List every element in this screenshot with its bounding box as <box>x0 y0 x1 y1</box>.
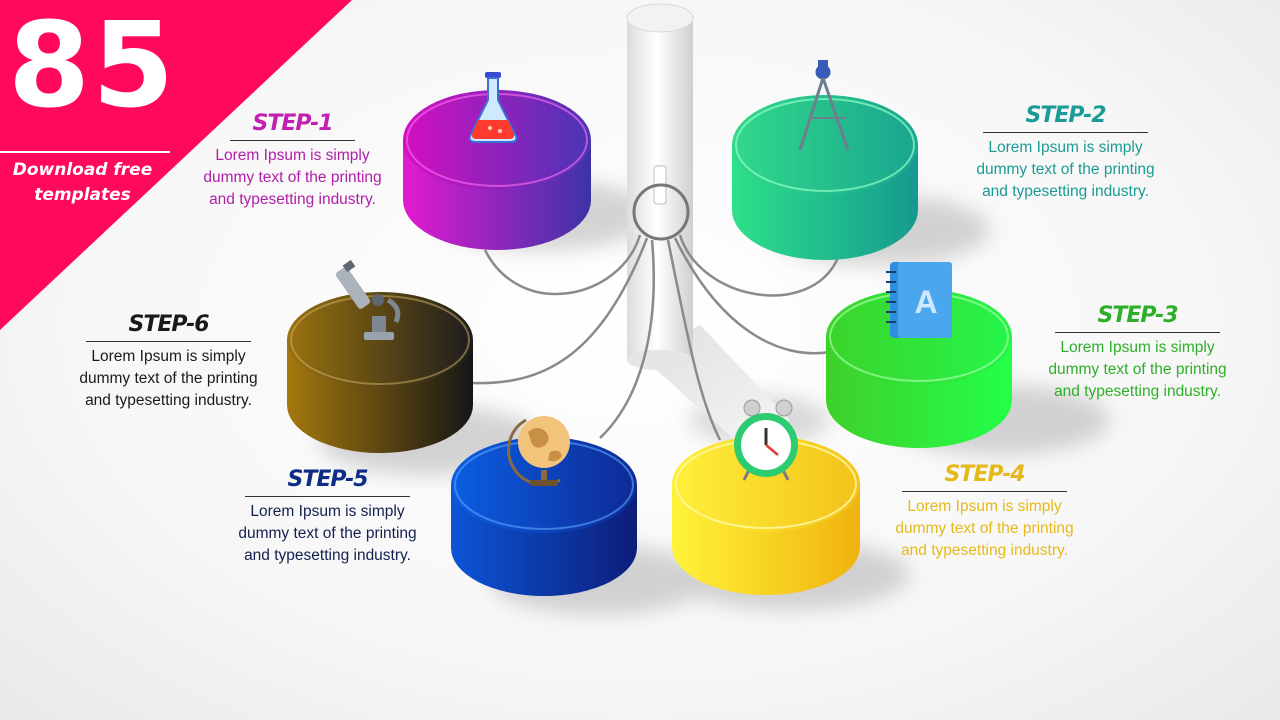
flask-icon <box>468 72 518 143</box>
step-4-text: Lorem Ipsum is simply dummy text of the … <box>877 496 1092 562</box>
step-5-title: STEP-5 <box>287 467 368 492</box>
step-4-line-3: and typesetting industry. <box>901 542 1068 559</box>
step-6-text: Lorem Ipsum is simply dummy text of the … <box>61 346 276 412</box>
step-3-line-3: and typesetting industry. <box>1054 383 1221 400</box>
badge-triangle <box>0 0 352 330</box>
step-5-line-3: and typesetting industry. <box>244 547 411 564</box>
step-1-text: Lorem Ipsum is simply dummy text of the … <box>185 145 400 211</box>
step-2-title: STEP-2 <box>1025 103 1106 128</box>
compass-icon <box>798 60 850 151</box>
step-5-text: Lorem Ipsum is simply dummy text of the … <box>220 501 435 567</box>
badge-divider <box>0 151 170 153</box>
badge-subtitle: Download free templates <box>0 158 165 208</box>
step-5-rule <box>245 496 410 497</box>
badge-number: 85 <box>8 0 177 134</box>
step-6-line-3: and typesetting industry. <box>85 392 252 409</box>
step-1-title: STEP-1 <box>252 111 333 136</box>
microscope-icon <box>335 259 401 340</box>
step-1-line-3: and typesetting industry. <box>209 191 376 208</box>
step-6-title: STEP-6 <box>128 312 209 337</box>
step-6-line-1: Lorem Ipsum is simply <box>91 348 246 365</box>
badge-subtitle-line2: templates <box>34 185 131 205</box>
step-1-line-2: dummy text of the printing <box>203 169 382 186</box>
badge-subtitle-line1: Download free <box>12 160 153 180</box>
step-2-text: Lorem Ipsum is simply dummy text of the … <box>958 137 1173 203</box>
svg-text:A: A <box>914 284 937 320</box>
step-4-line-1: Lorem Ipsum is simply <box>907 498 1062 515</box>
step-2-line-1: Lorem Ipsum is simply <box>988 139 1143 156</box>
step-4-line-2: dummy text of the printing <box>895 520 1074 537</box>
step-3-line-2: dummy text of the printing <box>1048 361 1227 378</box>
step-5-line-1: Lorem Ipsum is simply <box>250 503 405 520</box>
drum-step4 <box>672 436 860 595</box>
step-3-title: STEP-3 <box>1097 303 1178 328</box>
step-2-line-3: and typesetting industry. <box>982 183 1149 200</box>
step-4-rule <box>902 491 1067 492</box>
step-1-block: STEP-1 Lorem Ipsum is simply dummy text … <box>185 110 400 211</box>
alarm-clock-icon <box>734 399 798 481</box>
step-6-line-2: dummy text of the printing <box>79 370 258 387</box>
address-book-icon: A <box>886 262 952 338</box>
step-2-block: STEP-2 Lorem Ipsum is simply dummy text … <box>958 102 1173 203</box>
step-5-block: STEP-5 Lorem Ipsum is simply dummy text … <box>220 466 435 567</box>
globe-icon <box>507 416 570 486</box>
step-2-rule <box>983 132 1148 133</box>
cables <box>472 234 840 441</box>
step-3-block: STEP-3 Lorem Ipsum is simply dummy text … <box>1030 302 1245 403</box>
step-2-line-2: dummy text of the printing <box>976 161 1155 178</box>
step-4-block: STEP-4 Lorem Ipsum is simply dummy text … <box>877 461 1092 562</box>
drum-step2 <box>732 95 918 260</box>
step-6-block: STEP-6 Lorem Ipsum is simply dummy text … <box>61 311 276 412</box>
step-3-line-1: Lorem Ipsum is simply <box>1060 339 1215 356</box>
step-1-rule <box>230 140 355 141</box>
step-1-line-1: Lorem Ipsum is simply <box>215 147 370 164</box>
step-4-title: STEP-4 <box>944 462 1025 487</box>
step-5-line-2: dummy text of the printing <box>238 525 417 542</box>
step-3-text: Lorem Ipsum is simply dummy text of the … <box>1030 337 1245 403</box>
step-6-rule <box>86 341 251 342</box>
step-3-rule <box>1055 332 1220 333</box>
